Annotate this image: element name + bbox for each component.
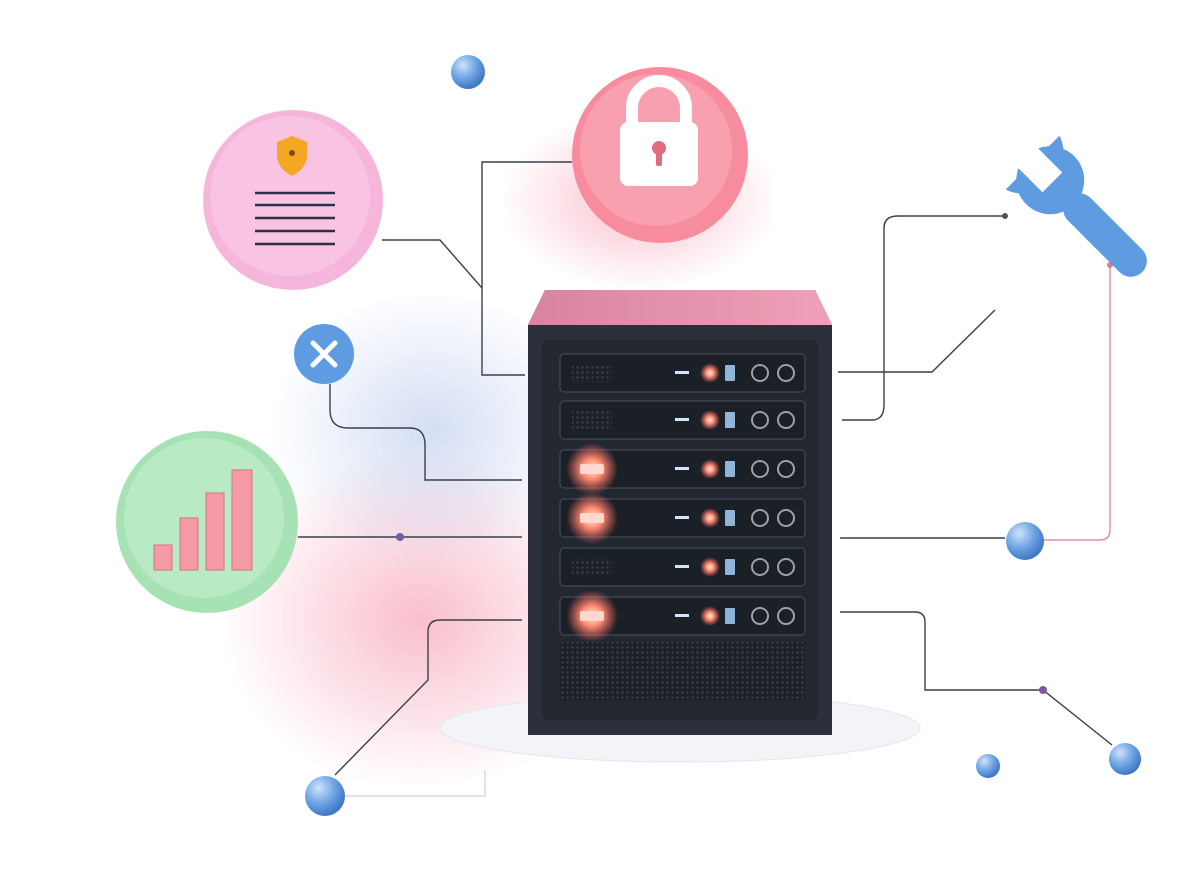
server-top-vent — [528, 290, 832, 325]
document-shield-icon — [203, 110, 383, 290]
line-node — [1002, 213, 1008, 219]
sphere-node-icon — [1109, 743, 1141, 775]
bar-chart-icon — [116, 431, 298, 613]
line-node — [396, 533, 404, 541]
line-node — [1039, 686, 1047, 694]
sphere-node-icon — [976, 754, 1000, 778]
red-line — [1043, 265, 1111, 541]
sphere-node-icon — [451, 55, 485, 89]
server-unit — [559, 492, 806, 544]
connection-lines — [298, 161, 1113, 776]
sphere-nodes — [305, 55, 1141, 816]
server-unit — [559, 353, 806, 393]
server-unit — [559, 590, 806, 642]
wrench-icon — [1005, 135, 1147, 277]
faint-line — [345, 770, 486, 797]
server-unit — [559, 443, 806, 495]
server-rack — [528, 290, 832, 735]
server-grille — [560, 642, 805, 700]
server-unit — [559, 547, 806, 587]
sphere-node-icon — [305, 776, 345, 816]
sphere-node-icon — [1006, 522, 1044, 560]
server-unit — [559, 400, 806, 440]
close-icon — [294, 324, 354, 384]
lock-icon — [572, 67, 748, 243]
